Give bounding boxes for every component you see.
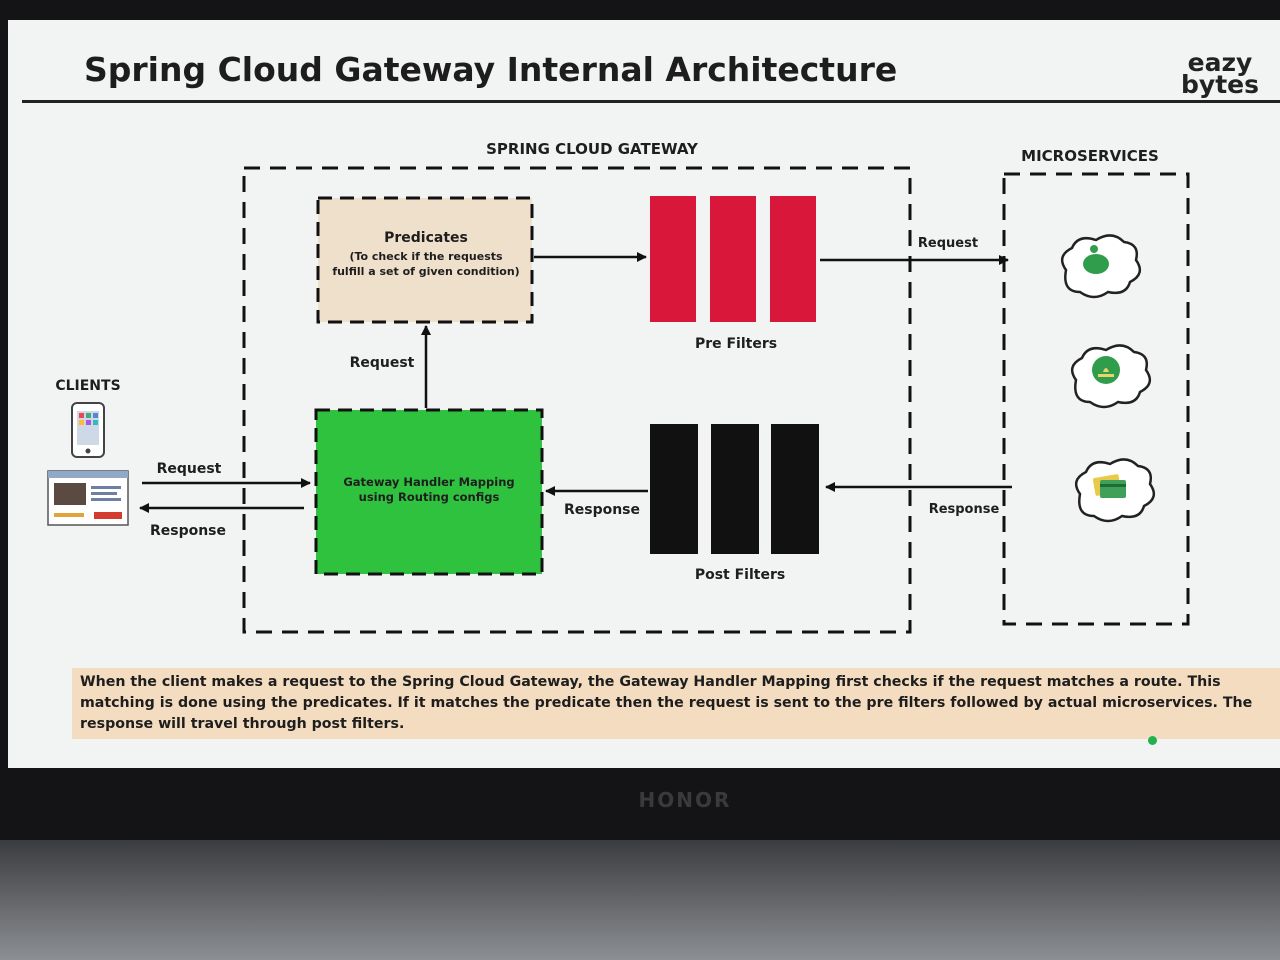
slide-title: Spring Cloud Gateway Internal Architectu…: [84, 50, 898, 89]
gateway-section-label: SPRING CLOUD GATEWAY: [486, 140, 699, 158]
title-divider: [22, 100, 1280, 103]
pre-filters: Pre Filters: [650, 196, 816, 352]
mobile-phone-icon: [71, 402, 105, 458]
screen-indicator-dot: [1148, 736, 1157, 745]
eazybytes-logo: eazy bytes: [1180, 48, 1260, 99]
post-filters: Post Filters: [650, 424, 819, 583]
microservices-section-label: MICROSERVICES: [1021, 147, 1159, 165]
credit-card-cloud-icon: [1074, 458, 1156, 523]
client-request-label: Request: [157, 461, 222, 477]
handler-label-line1: Gateway Handler Mapping: [343, 475, 514, 489]
pre-filter-bar: [650, 196, 696, 322]
microservices-boundary: [1002, 172, 1190, 626]
predicates-desc-line1: (To check if the requests: [349, 250, 503, 263]
handler-label-line2: using Routing configs: [359, 490, 500, 504]
laptop-brand: HONOR: [638, 788, 732, 812]
post-filter-bar: [711, 424, 759, 554]
handler-box-frame: [314, 408, 544, 576]
predicates-desc-line2: fulfill a set of given condition): [332, 265, 519, 278]
clients-section-label: CLIENTS: [55, 378, 120, 394]
logo-line-1: eazy: [1187, 48, 1253, 77]
post-filter-bar: [771, 424, 819, 554]
piggy-bank-cloud-icon: [1060, 234, 1142, 299]
services-to-postfilters-label: Response: [929, 502, 1000, 517]
post-filter-bar: [650, 424, 698, 554]
pre-filter-bar: [770, 196, 816, 322]
pre-filter-bar: [710, 196, 756, 322]
gateway-handler-mapping-box: Gateway Handler Mapping using Routing co…: [314, 408, 544, 576]
handler-to-predicates-label: Request: [350, 355, 415, 371]
laptop-base: [0, 840, 1280, 960]
postfilters-to-handler-label: Response: [564, 502, 640, 518]
gateway-boundary: [242, 166, 912, 634]
slide-caption: When the client makes a request to the S…: [72, 668, 1280, 739]
predicates-box: Predicates (To check if the requests ful…: [316, 196, 534, 324]
predicates-title: Predicates: [384, 230, 468, 246]
web-browser-icon: [47, 470, 129, 526]
presentation-slide: Spring Cloud Gateway Internal Architectu…: [8, 20, 1280, 768]
pre-filters-label: Pre Filters: [695, 336, 777, 352]
architecture-diagram: SPRING CLOUD GATEWAY MICROSERVICES CLIEN…: [47, 140, 1190, 634]
post-filters-label: Post Filters: [695, 567, 785, 583]
money-hand-cloud-icon: [1070, 344, 1152, 409]
predicates-box-frame: [316, 196, 534, 324]
prefilters-to-services-label: Request: [918, 236, 978, 251]
client-response-label: Response: [150, 523, 226, 539]
logo-line-2: bytes: [1181, 70, 1259, 99]
